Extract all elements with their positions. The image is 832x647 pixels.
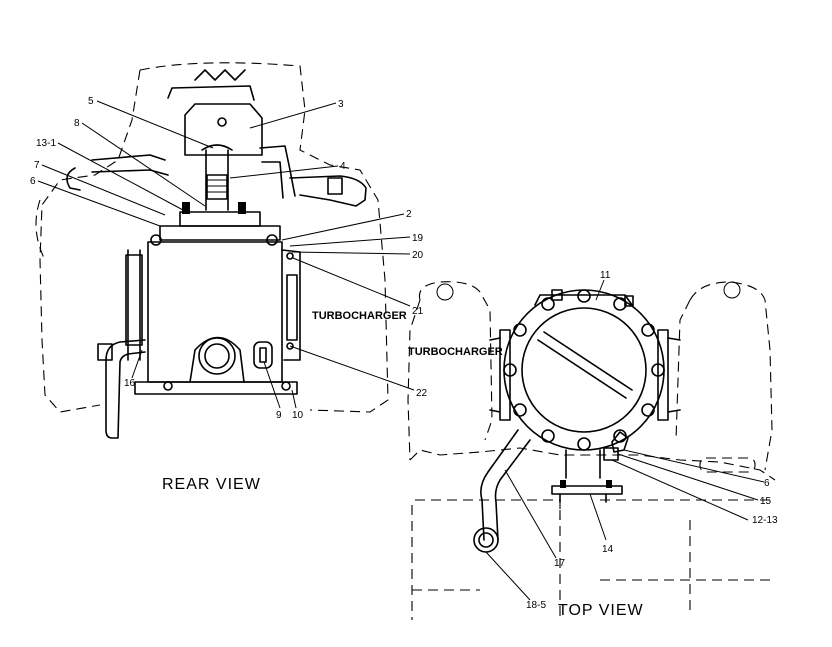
rear-view-callouts: 5 3 8 13-1 4 7 6 2 19 20 21 22 16 9 10 T…	[30, 96, 428, 493]
callout-16: 16	[124, 378, 136, 389]
top-turbocharger-label: TURBOCHARGER	[408, 346, 503, 358]
rear-turbocharger-label: TURBOCHARGER	[312, 310, 407, 322]
callout-18-5: 18-5	[526, 600, 546, 611]
callout-9: 9	[276, 410, 282, 421]
callout-3: 3	[338, 99, 344, 110]
callout-7: 7	[34, 160, 40, 171]
callout-15: 15	[760, 496, 772, 507]
callout-21: 21	[412, 306, 424, 317]
rear-view-drawing	[35, 62, 389, 439]
top-view-drawing	[407, 281, 776, 620]
callout-14: 14	[602, 544, 614, 555]
callout-12-13: 12-13	[752, 515, 778, 526]
rear-view-title: REAR VIEW	[162, 476, 261, 493]
callout-22: 22	[416, 388, 428, 399]
callout-5: 5	[88, 96, 94, 107]
callout-11: 11	[600, 270, 611, 281]
top-view-callouts: 11 6 15 12-13 14 17 18-5 TURBOCHARGER TO…	[408, 270, 778, 619]
callout-17: 17	[554, 558, 566, 569]
callout-6-top: 6	[764, 478, 770, 489]
rear-view-leaders	[37, 100, 415, 409]
callout-20: 20	[412, 250, 424, 261]
callout-19: 19	[412, 233, 424, 244]
callout-4: 4	[340, 161, 346, 172]
callout-13-1: 13-1	[36, 138, 56, 149]
flange-bolt-holes	[503, 289, 665, 451]
callout-2: 2	[406, 209, 412, 220]
callout-6: 6	[30, 176, 36, 187]
top-view-leaders	[485, 279, 765, 601]
top-view-title: TOP VIEW	[558, 602, 644, 619]
callout-8: 8	[74, 118, 80, 129]
callout-10: 10	[292, 410, 304, 421]
